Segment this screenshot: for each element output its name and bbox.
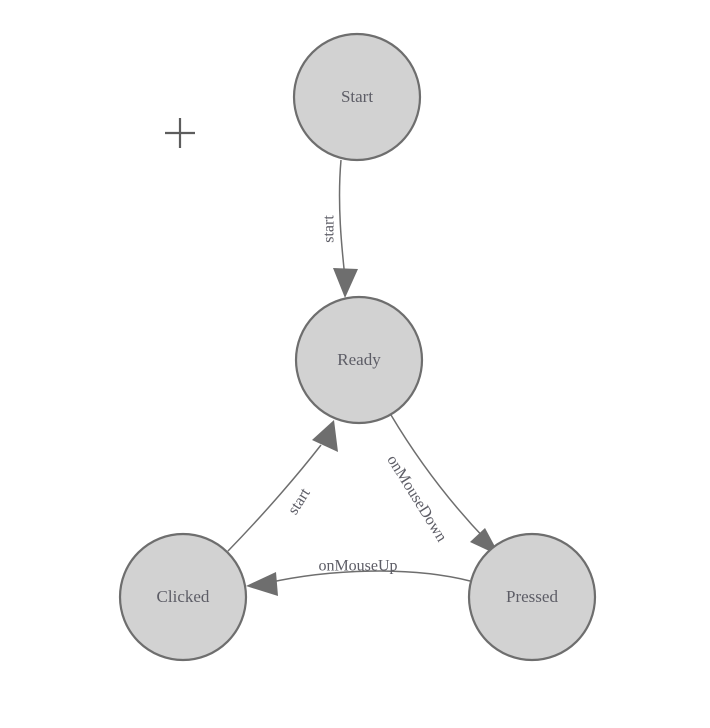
edge-clicked-to-ready-path [227, 444, 322, 552]
node-clicked-circle[interactable] [118, 532, 248, 662]
edge-start-to-ready-arrowhead [333, 268, 358, 298]
node-pressed-label: Pressed [506, 587, 558, 606]
node-start-circle[interactable] [292, 32, 422, 162]
edge-ready-to-pressed[interactable]: onMouseDown [383, 414, 500, 556]
edge-pressed-to-clicked-path [266, 570, 471, 584]
edge-label-ready-to-pressed: onMouseDown [383, 452, 450, 545]
node-ready-circle[interactable] [294, 295, 424, 425]
node-ready-label: Ready [337, 350, 381, 369]
node-clicked[interactable]: Clicked [118, 532, 248, 662]
edge-start-to-ready-path [338, 159, 346, 279]
edge-label-pressed-to-clicked: onMouseUp [318, 558, 397, 575]
edge-clicked-to-ready[interactable]: start [227, 420, 338, 552]
node-start-label: Start [341, 87, 373, 106]
edge-clicked-to-ready-arrowhead [312, 420, 338, 452]
edge-pressed-to-clicked-arrowhead [246, 572, 278, 596]
node-pressed[interactable]: Pressed [467, 532, 597, 662]
edge-label-clicked-to-ready: start [285, 485, 314, 518]
edge-pressed-to-clicked[interactable]: onMouseUp [246, 558, 471, 596]
node-pressed-circle[interactable] [467, 532, 597, 662]
node-start[interactable]: Start [292, 32, 422, 162]
crosshair-marker[interactable] [165, 118, 195, 148]
node-clicked-label: Clicked [157, 587, 210, 606]
edge-ready-to-pressed-path [390, 414, 488, 542]
edge-label-start-to-ready: start [321, 215, 338, 243]
edge-start-to-ready[interactable]: start [321, 159, 358, 298]
node-ready[interactable]: Ready [294, 295, 424, 425]
